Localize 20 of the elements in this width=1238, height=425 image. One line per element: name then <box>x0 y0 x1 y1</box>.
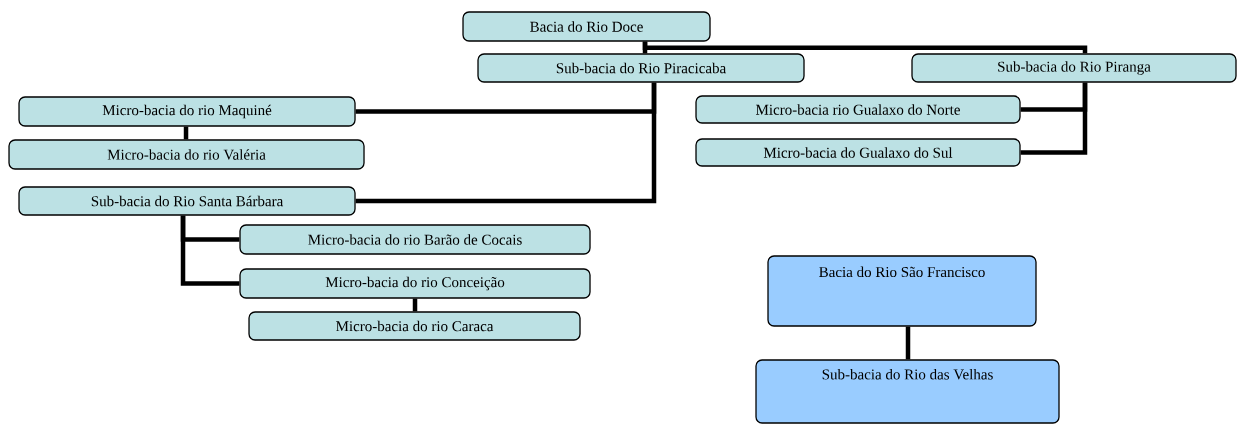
basin-box: Micro-bacia do rio Maquiné <box>18 96 356 127</box>
basin-box: Sub-bacia do Rio das Velhas <box>755 359 1060 424</box>
connector-line <box>412 298 418 312</box>
basin-box: Sub-bacia do Rio Santa Bárbara <box>18 186 356 216</box>
basin-box: Micro-bacia do rio Barão de Cocais <box>239 224 591 255</box>
connector-line <box>642 41 1088 54</box>
connector-line <box>355 82 657 204</box>
basin-box: Micro-bacia do rio Conceição <box>239 268 591 299</box>
basin-box: Sub-bacia do Rio Piracicaba <box>477 53 805 83</box>
connector-line <box>183 126 189 140</box>
basin-box: Micro-bacia rio Gualaxo do Norte <box>695 95 1021 124</box>
basin-box: Bacia do Rio São Francisco <box>767 255 1037 327</box>
connector-line <box>1020 82 1088 155</box>
connector-line <box>905 326 911 360</box>
basin-box: Micro-bacia do Gualaxo do Sul <box>695 138 1021 167</box>
basin-box: Micro-bacia do rio Caraca <box>248 311 581 341</box>
basin-box: Micro-bacia do rio Valéria <box>8 139 365 170</box>
connector-line <box>180 215 240 286</box>
basin-box: Bacia do Rio Doce <box>462 11 711 42</box>
basin-box: Sub-bacia do Rio Piranga <box>911 53 1237 83</box>
